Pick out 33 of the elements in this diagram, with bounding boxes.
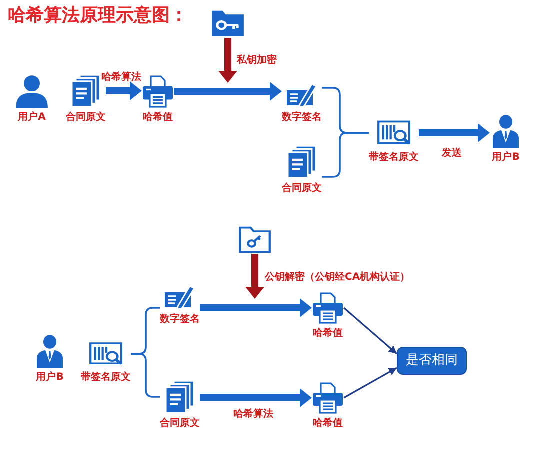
node-label: 带签名原文: [81, 372, 131, 384]
folder-key-icon: [238, 224, 272, 254]
arrow: [344, 367, 398, 399]
node-label: 合同原文: [66, 112, 106, 124]
node-label: 哈希值: [143, 112, 173, 124]
arrow: [174, 82, 282, 101]
node-label: 用户A: [18, 112, 46, 124]
arrow: [419, 124, 490, 142]
diagram-title: 哈希算法原理示意图：: [8, 4, 188, 28]
arrow: [106, 82, 142, 100]
node-label: 数字签名: [160, 314, 200, 326]
arrow: [200, 298, 312, 318]
arrow: [200, 388, 312, 408]
node-label: 用户B: [36, 372, 64, 384]
arrow: [246, 254, 264, 299]
folder-key-icon: [211, 8, 245, 38]
arrow: [343, 307, 398, 355]
bracket-line: [322, 132, 369, 178]
node-label: 用户B: [492, 152, 520, 164]
node-label: 哈希值: [313, 328, 343, 340]
arrow: [218, 38, 238, 83]
edge-label: 发送: [442, 148, 462, 160]
comparison-box: 是否相同: [397, 347, 467, 375]
node-label: 带签名原文: [369, 152, 419, 164]
node-label: 数字签名: [282, 112, 322, 124]
node-label: 哈希值: [313, 418, 343, 430]
edge-label: 哈希算法: [234, 409, 274, 421]
node-label: 合同原文: [160, 418, 200, 430]
edge-label: 哈希算法: [102, 72, 142, 84]
edge-label: 公钥解密（公钥经CA机构认证）: [265, 272, 410, 284]
node-label: 合同原文: [282, 183, 322, 195]
edge-label: 私钥加密: [237, 55, 277, 67]
bracket-line: [131, 353, 160, 398]
